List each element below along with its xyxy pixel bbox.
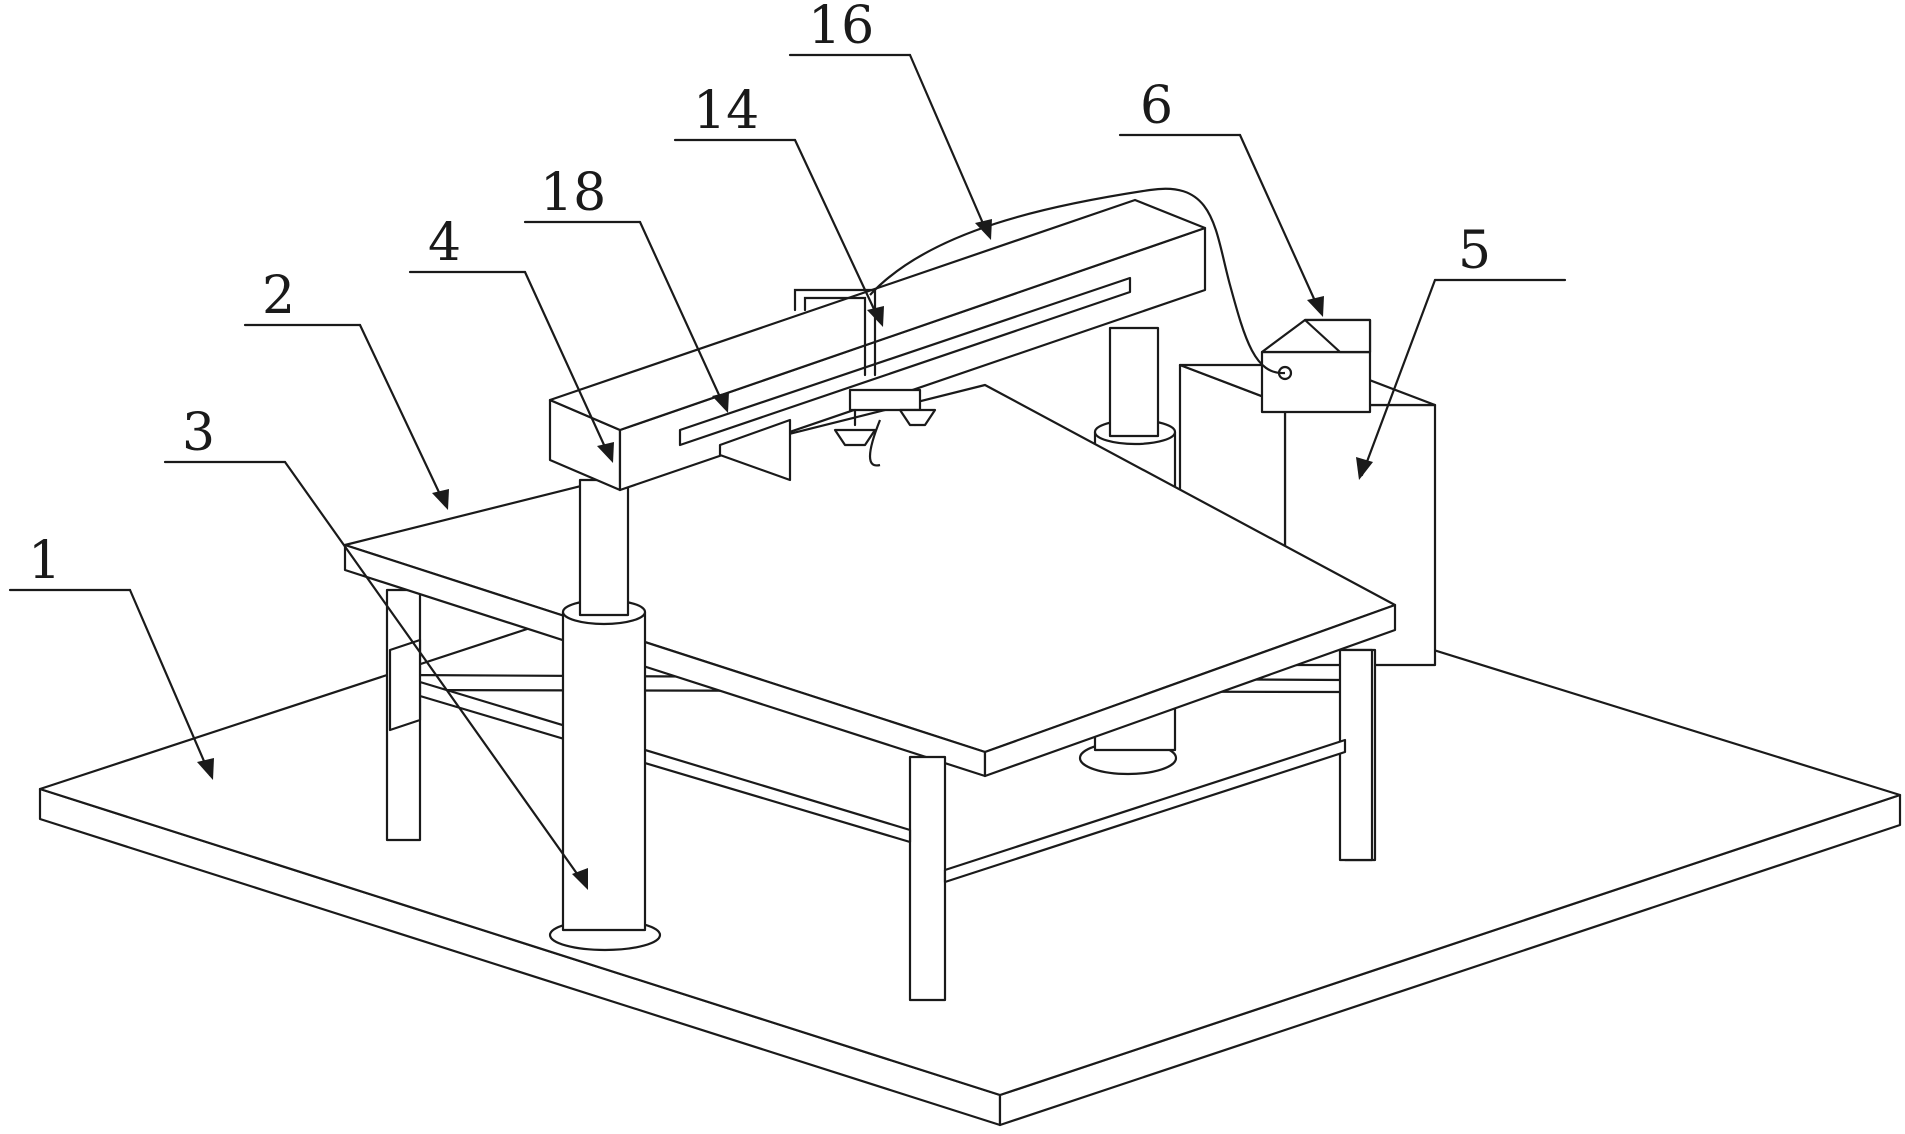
hose — [869, 187, 1286, 375]
callout-label-18: 18 — [540, 163, 606, 223]
leader-5 — [1356, 278, 1567, 480]
leader-2 — [243, 323, 449, 510]
callout-label-3: 3 — [182, 403, 215, 463]
callout-label-14: 14 — [693, 81, 759, 141]
small-box — [1260, 318, 1372, 414]
callout-label-1: 1 — [28, 531, 61, 591]
callout-label-5: 5 — [1458, 221, 1491, 281]
leader-16 — [788, 53, 992, 240]
leader-18 — [523, 220, 729, 413]
leader-6 — [1118, 133, 1324, 317]
callout-label-6: 6 — [1140, 76, 1173, 136]
leader-lines — [8, 53, 1567, 890]
callout-label-2: 2 — [262, 266, 295, 326]
leader-3 — [163, 460, 588, 890]
callout-label-16: 16 — [808, 0, 874, 56]
callout-label-4: 4 — [428, 213, 461, 273]
table-legs-front — [388, 638, 1374, 1002]
carriage-head — [718, 288, 937, 482]
leader-14 — [673, 138, 884, 327]
callout-labels: 1 2 3 4 18 14 16 6 5 — [28, 0, 1491, 591]
leader-4 — [408, 270, 614, 463]
leader-1 — [8, 588, 214, 780]
